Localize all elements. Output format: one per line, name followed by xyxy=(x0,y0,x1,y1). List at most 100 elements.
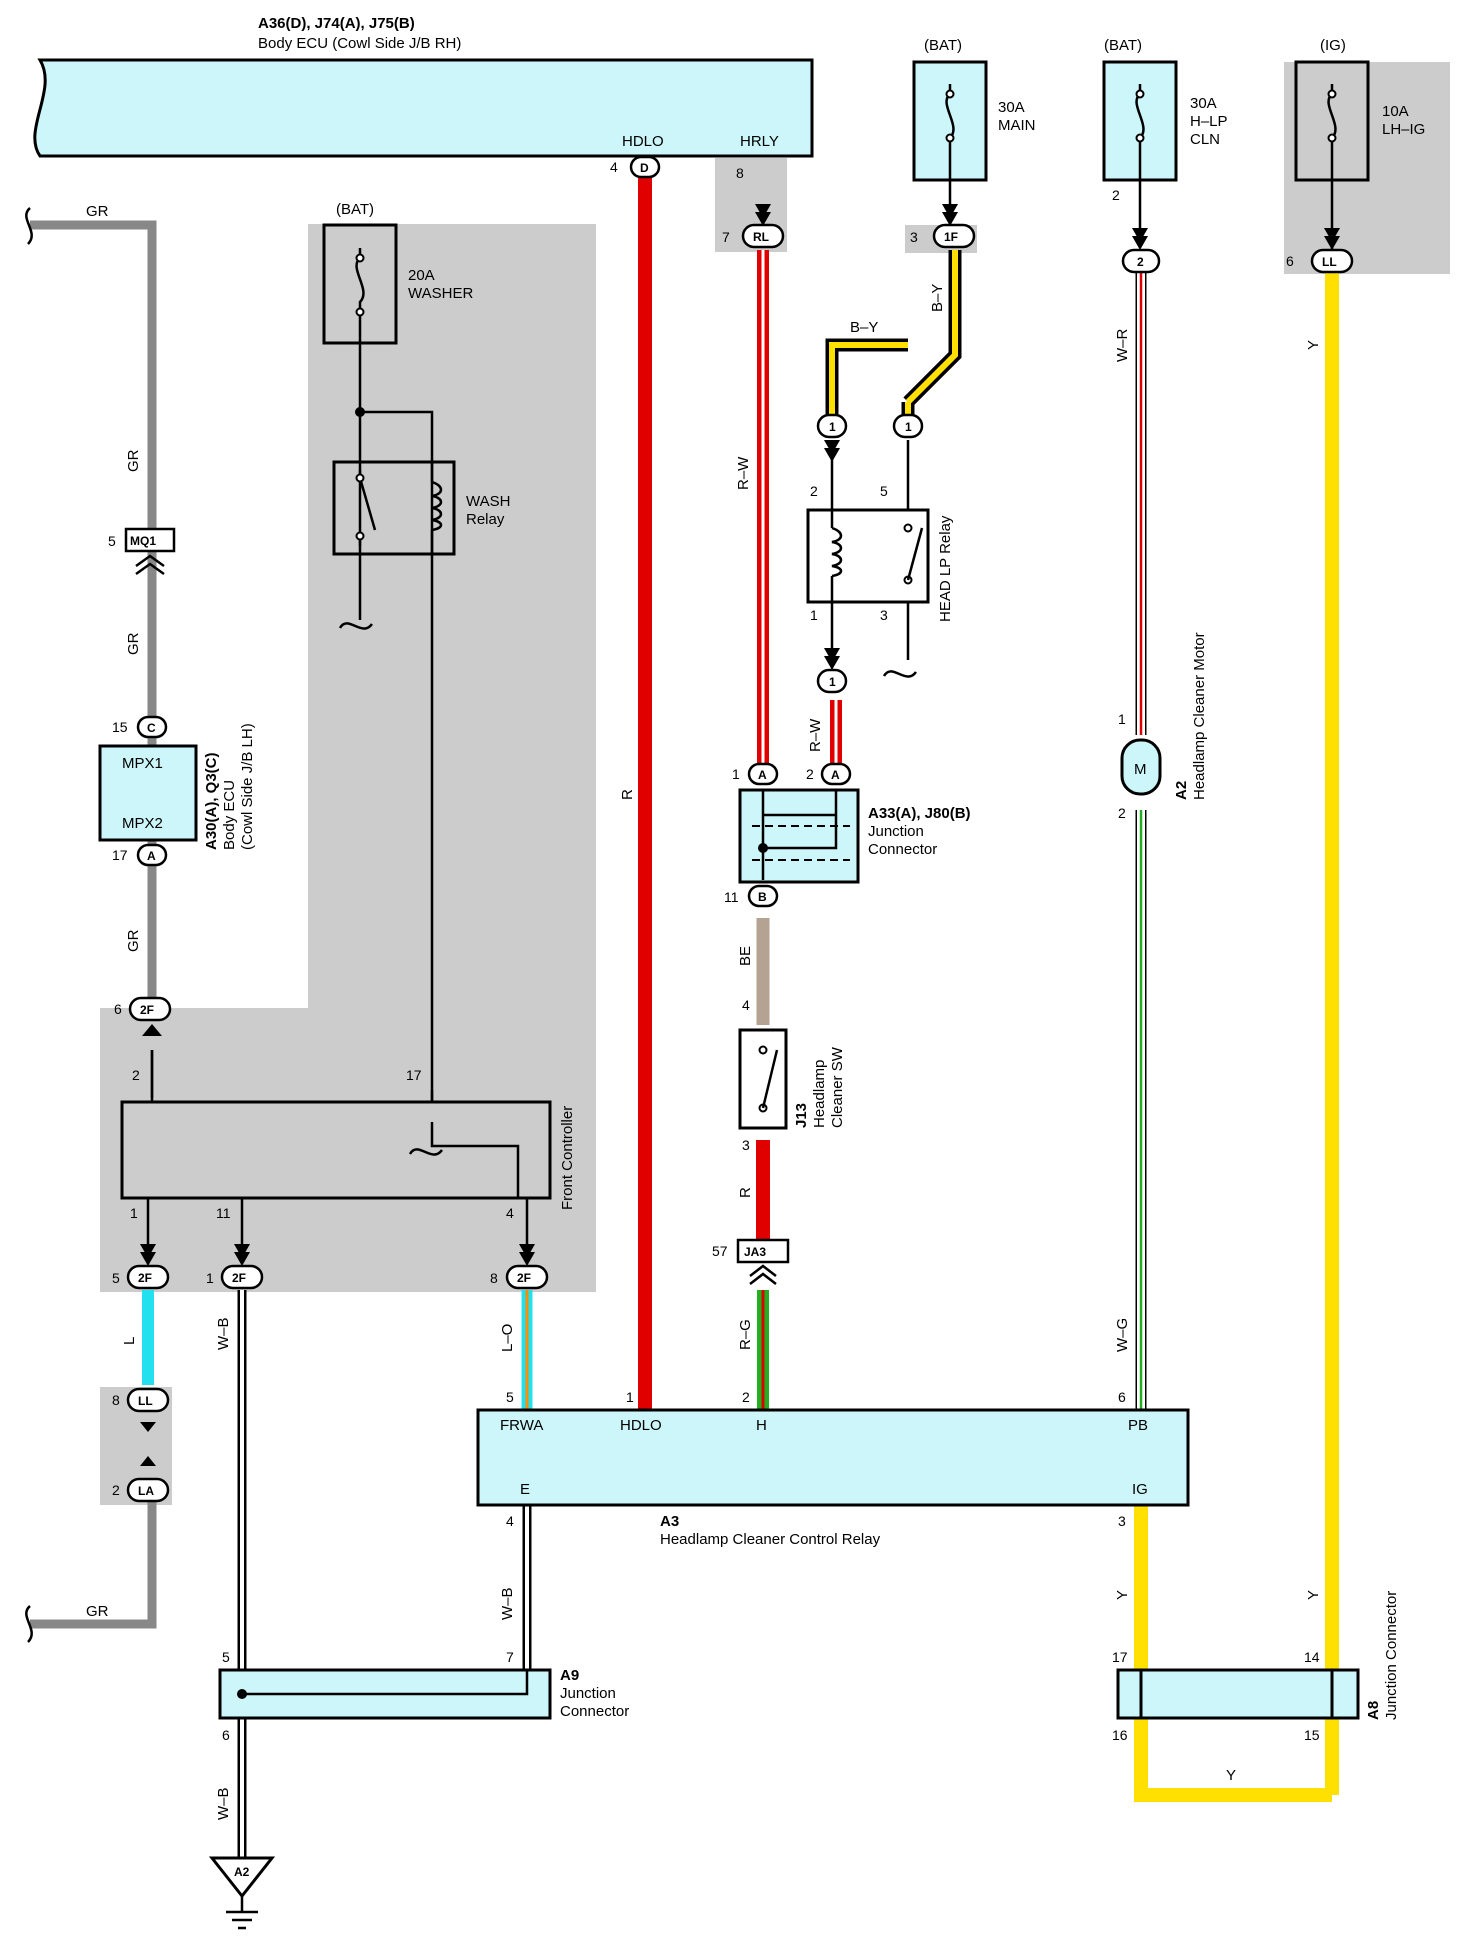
svg-text:A33(A), J80(B): A33(A), J80(B) xyxy=(868,805,971,822)
svg-text:WASHER: WASHER xyxy=(408,285,473,302)
svg-text:5: 5 xyxy=(880,483,888,499)
connector-2f-6: 2F xyxy=(128,996,172,1022)
svg-text:PB: PB xyxy=(1128,1417,1148,1434)
svg-text:30A: 30A xyxy=(998,99,1025,116)
svg-text:4: 4 xyxy=(506,1205,514,1221)
svg-text:1: 1 xyxy=(130,1205,138,1221)
wire-gr-bottom xyxy=(30,1500,157,1629)
svg-text:5: 5 xyxy=(506,1389,514,1405)
svg-text:C: C xyxy=(147,721,156,735)
connector-mq1: MQ1 xyxy=(124,527,176,553)
svg-text:MQ1: MQ1 xyxy=(130,534,156,548)
svg-text:2F: 2F xyxy=(140,1003,154,1017)
svg-text:5: 5 xyxy=(108,533,116,549)
svg-text:MPX1: MPX1 xyxy=(122,755,163,772)
svg-text:3: 3 xyxy=(880,607,888,623)
svg-text:1: 1 xyxy=(829,420,836,434)
pin-numbers: 4 8 7 3 2 6 2 5 1 3 5 15 17 1 2 11 4 3 1… xyxy=(108,159,1320,1743)
svg-text:GR: GR xyxy=(125,929,142,952)
svg-text:W–B: W–B xyxy=(215,1787,232,1820)
svg-text:11: 11 xyxy=(216,1205,231,1221)
svg-text:30A: 30A xyxy=(1190,95,1217,112)
svg-text:GR: GR xyxy=(125,449,142,472)
svg-text:16: 16 xyxy=(1112,1727,1128,1743)
head-lp-relay: HEAD LP Relay xyxy=(806,440,954,678)
connector-arrows xyxy=(140,204,1340,1466)
wash-relay: WASH Relay xyxy=(332,407,510,630)
svg-text:6: 6 xyxy=(114,1001,122,1017)
svg-text:B–Y: B–Y xyxy=(929,284,946,312)
svg-text:1: 1 xyxy=(732,766,740,782)
svg-text:IG: IG xyxy=(1132,1481,1148,1498)
svg-text:17: 17 xyxy=(112,847,128,863)
svg-text:(Cowl Side J/B LH): (Cowl Side J/B LH) xyxy=(239,723,256,850)
svg-text:Front Controller: Front Controller xyxy=(559,1106,576,1210)
junction-a33: A33(A), J80(B) Junction Connector xyxy=(738,788,971,884)
svg-text:Cleaner SW: Cleaner SW xyxy=(829,1046,846,1128)
svg-text:1: 1 xyxy=(829,675,836,689)
svg-text:CLN: CLN xyxy=(1190,131,1220,148)
svg-text:7: 7 xyxy=(722,229,730,245)
svg-text:1: 1 xyxy=(905,420,912,434)
svg-text:M: M xyxy=(1134,761,1147,778)
body-ecu-top-subtitle: Body ECU (Cowl Side J/B RH) xyxy=(258,35,461,52)
svg-text:3: 3 xyxy=(1118,1513,1126,1529)
svg-text:B–Y: B–Y xyxy=(850,319,878,336)
svg-text:LL: LL xyxy=(138,1394,153,1408)
connector-2f-1: 2F xyxy=(220,1264,264,1290)
svg-text:D: D xyxy=(640,161,649,175)
svg-text:4: 4 xyxy=(506,1513,514,1529)
svg-text:Body ECU: Body ECU xyxy=(221,780,238,850)
svg-text:MPX2: MPX2 xyxy=(122,815,163,832)
svg-text:A: A xyxy=(758,768,767,782)
connector-1f: 1F xyxy=(932,223,976,249)
svg-text:GR: GR xyxy=(125,632,142,655)
svg-text:8: 8 xyxy=(112,1392,120,1408)
svg-text:Relay: Relay xyxy=(466,511,505,528)
svg-text:HEAD LP Relay: HEAD LP Relay xyxy=(937,515,954,622)
svg-text:R: R xyxy=(619,789,636,800)
svg-text:A3: A3 xyxy=(660,1513,679,1530)
svg-text:GR: GR xyxy=(86,1603,109,1620)
connector-1-right: 1 xyxy=(892,413,924,439)
connector-a33-a2: A xyxy=(820,762,852,786)
svg-text:3: 3 xyxy=(910,229,918,245)
svg-text:11: 11 xyxy=(724,889,739,905)
svg-text:Headlamp Cleaner Motor: Headlamp Cleaner Motor xyxy=(1191,632,1208,800)
ground-a2: A2 xyxy=(208,1856,276,1930)
svg-text:A: A xyxy=(147,849,156,863)
junction-a9: A9 Junction Connector xyxy=(218,1667,629,1720)
body-ecu-top-box xyxy=(33,58,814,158)
pin-label-hrly: HRLY xyxy=(740,133,779,150)
svg-text:8: 8 xyxy=(490,1270,498,1286)
svg-text:6: 6 xyxy=(1118,1389,1126,1405)
wire-end-gr-top xyxy=(25,207,33,245)
svg-text:17: 17 xyxy=(406,1067,422,1083)
svg-text:1: 1 xyxy=(206,1270,214,1286)
svg-text:L–O: L–O xyxy=(499,1324,516,1352)
wire-labels: GR GR GR GR GR R R–W R–W B–Y B–Y W–R Y Y… xyxy=(86,203,1322,1820)
svg-text:6: 6 xyxy=(222,1727,230,1743)
cleaner-motor: M A2 Headlamp Cleaner Motor xyxy=(1120,632,1208,800)
connector-a-mpx: A xyxy=(136,843,168,867)
svg-text:1: 1 xyxy=(1118,711,1126,727)
svg-text:2: 2 xyxy=(1112,187,1120,203)
svg-text:10A: 10A xyxy=(1382,103,1409,120)
svg-text:1: 1 xyxy=(810,607,818,623)
svg-text:A2: A2 xyxy=(1173,781,1190,800)
svg-text:57: 57 xyxy=(712,1243,728,1259)
connector-c: C xyxy=(136,715,168,739)
svg-text:Junction: Junction xyxy=(560,1685,616,1702)
connector-a33-b: B xyxy=(747,884,779,908)
connector-la: LA xyxy=(126,1477,170,1503)
fuse-washer: (BAT) 20A WASHER xyxy=(322,201,473,345)
svg-text:W–R: W–R xyxy=(1114,329,1131,363)
svg-text:4: 4 xyxy=(610,159,618,175)
svg-text:15: 15 xyxy=(1304,1727,1320,1743)
svg-text:MAIN: MAIN xyxy=(998,117,1036,134)
svg-text:17: 17 xyxy=(1112,1649,1128,1665)
svg-text:4: 4 xyxy=(742,997,750,1013)
svg-text:WASH: WASH xyxy=(466,493,510,510)
svg-text:W–G: W–G xyxy=(1114,1318,1131,1352)
